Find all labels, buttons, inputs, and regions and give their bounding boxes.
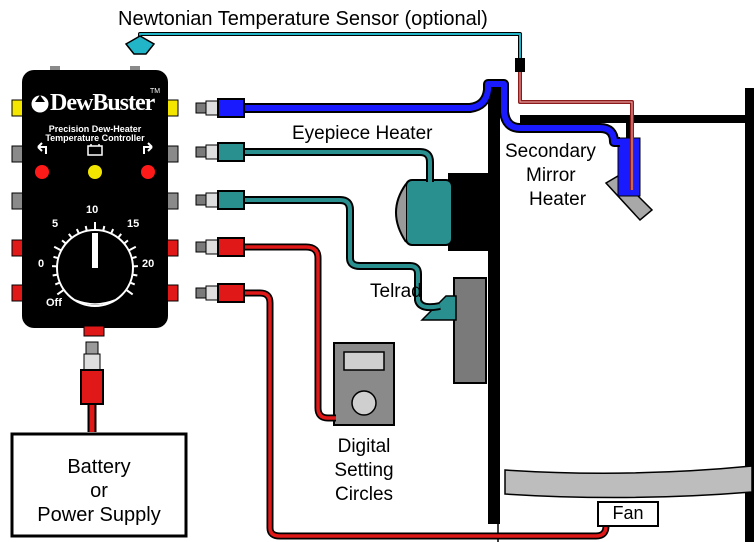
dial-tick-10: 10 bbox=[86, 204, 99, 216]
dial-tick-0: 0 bbox=[38, 258, 45, 270]
power-label-3: Power Supply bbox=[37, 504, 161, 526]
power-label-2: or bbox=[90, 480, 108, 502]
dial-off: Off bbox=[46, 297, 62, 309]
power-label-1: Battery bbox=[67, 456, 131, 478]
red-cable-fan bbox=[244, 289, 610, 540]
dial-tick-mark bbox=[128, 245, 137, 252]
dsc-label-1: Digital bbox=[337, 436, 391, 457]
plug-red-2 bbox=[195, 283, 245, 303]
brand-logo: DewBuster bbox=[50, 90, 155, 116]
power-supply-box bbox=[10, 432, 188, 538]
digital-setting-circles-unit bbox=[333, 342, 395, 426]
eyepiece-heater-label: Eyepiece Heater bbox=[292, 123, 433, 144]
telescope-tube bbox=[488, 88, 754, 542]
dewbuster-controller bbox=[11, 66, 179, 337]
plug-teal-1 bbox=[195, 142, 245, 162]
secondary-heater-label-1: Secondary bbox=[505, 141, 596, 162]
sensor-plug bbox=[124, 35, 525, 72]
dial-tick-5: 5 bbox=[52, 218, 59, 230]
primary-mirror bbox=[504, 465, 753, 499]
plug-red-1 bbox=[195, 237, 245, 257]
power-plug bbox=[80, 341, 104, 405]
led-red-left bbox=[35, 165, 49, 179]
right-arrow-icon bbox=[143, 142, 153, 154]
dial-tick-15: 15 bbox=[127, 218, 140, 230]
telrad-label: Telrad bbox=[370, 281, 422, 302]
trademark: TM bbox=[150, 88, 161, 95]
secondary-heater-label-3: Heater bbox=[529, 189, 587, 210]
dial-tick-mark bbox=[56, 288, 65, 296]
secondary-heater-label-2: Mirror bbox=[526, 165, 576, 186]
red-cable-dsc bbox=[244, 243, 336, 422]
dsc-label-3: Circles bbox=[334, 484, 394, 505]
secondary-mirror bbox=[604, 137, 654, 222]
rca-plugs bbox=[80, 35, 525, 405]
left-arrow-icon bbox=[37, 142, 47, 154]
eyepiece-focuser bbox=[395, 173, 490, 251]
led-yellow bbox=[88, 165, 102, 179]
controller-subtitle-2: Temperature Controller bbox=[45, 133, 145, 143]
dial-tick-20: 20 bbox=[142, 258, 155, 270]
dial-tick-mark bbox=[125, 288, 134, 296]
dial-tick-mark bbox=[53, 245, 62, 252]
diagram-title: Newtonian Temperature Sensor (optional) bbox=[118, 8, 488, 30]
fan-box bbox=[597, 501, 659, 527]
plug-teal-2 bbox=[195, 190, 245, 210]
fan-label: Fan bbox=[612, 503, 644, 523]
controller-subtitle-1: Precision Dew-Heater bbox=[48, 124, 142, 134]
telrad-finder bbox=[420, 277, 487, 384]
teal-cable-eyepiece bbox=[244, 148, 434, 182]
led-red-right bbox=[141, 165, 155, 179]
temperature-dial bbox=[51, 222, 139, 307]
power-port bbox=[83, 325, 105, 337]
dsc-label-2: Setting bbox=[334, 460, 394, 481]
plug-blue bbox=[195, 98, 245, 118]
sensor-cable bbox=[138, 32, 522, 70]
battery-icon bbox=[87, 145, 103, 156]
